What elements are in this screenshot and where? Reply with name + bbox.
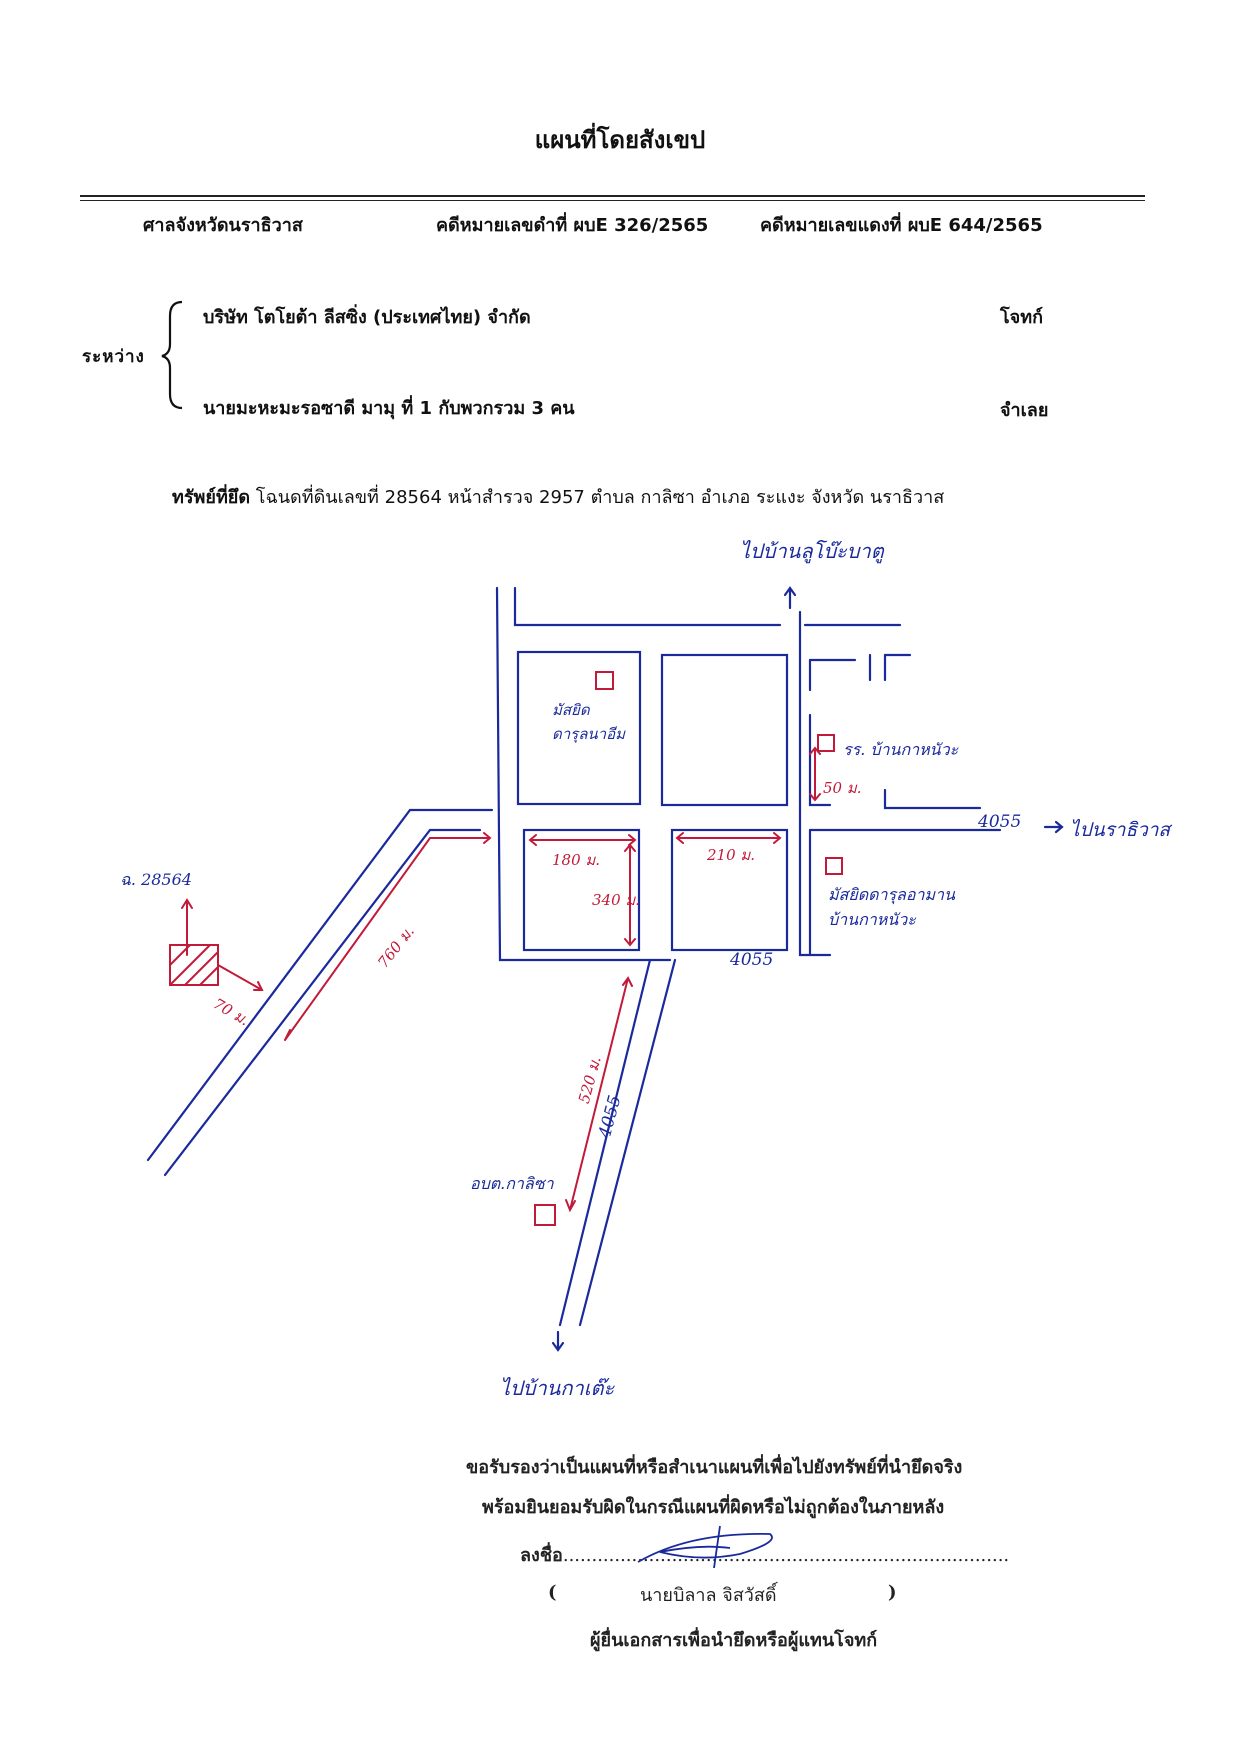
- road-line: [883, 788, 982, 810]
- label-tao: อบต.กาลิซา: [470, 1174, 554, 1193]
- road-line: [513, 586, 782, 627]
- between-label: ระหว่าง: [82, 347, 145, 367]
- road-line: [146, 808, 494, 1162]
- plaintiff-name: บริษัท โตโยต้า ลีสซิ่ง (ประเทศไทย) จำกัด: [203, 307, 531, 328]
- road-line: [558, 958, 652, 1327]
- south-arrow: [551, 1330, 565, 1352]
- handwritten-signature: [637, 1525, 773, 1569]
- paren-open: (: [548, 1582, 557, 1603]
- defendant-role: จำเลย: [1000, 400, 1049, 421]
- road-line: [163, 828, 482, 1177]
- paren-close: ): [888, 1582, 897, 1603]
- black-case-number: คดีหมายเลขดำที่ ผบE 326/2565: [436, 215, 709, 236]
- label-mosque-1-line2: ดารุลนาอีม: [552, 725, 625, 743]
- label-dist-50: 50 ม.: [823, 779, 862, 797]
- label-mosque-1-line1: มัสยิด: [552, 701, 590, 719]
- label-to-north: ไปบ้านลูโบ๊ะบาตู: [740, 539, 884, 563]
- block: [660, 653, 789, 807]
- road-line: [798, 610, 832, 957]
- seized-property-text: โฉนดที่ดินเลขที่ 28564 หน้าสำรวจ 2957 ตำ…: [255, 487, 945, 508]
- label-to-south: ไปบ้านกาเต๊ะ: [500, 1376, 615, 1400]
- block: [670, 828, 789, 952]
- block: [522, 828, 641, 952]
- signature-label: ลงชื่อ: [520, 1545, 563, 1566]
- parcel-hatching: [169, 944, 219, 986]
- header-rule: [80, 195, 1145, 197]
- school-marker: [817, 734, 835, 752]
- north-arrow: [783, 586, 797, 610]
- road-line: [495, 586, 672, 962]
- label-school: รร. บ้านกาหนัวะ: [843, 740, 959, 759]
- seized-property-label: ทรัพย์ที่ยึด: [172, 487, 251, 508]
- east-arrow: [1043, 820, 1064, 834]
- red-case-number: คดีหมายเลขแดงที่ ผบE 644/2565: [760, 215, 1043, 236]
- defendant-name: นายมะหะมะรอซาดี มามุ ที่ 1 กับพวกรวม 3 ค…: [203, 398, 575, 419]
- signer-role: ผู้ยื่นเอกสารเพื่อนำยึดหรือผู้แทนโจทก์: [590, 1630, 878, 1651]
- distance-70-line: [217, 964, 264, 991]
- distance-210-line: [675, 832, 782, 844]
- distance-340-line: [624, 843, 636, 947]
- label-dist-340: 340 ม.: [592, 891, 641, 909]
- distance-760-line: [284, 832, 492, 1041]
- brace-icon: [161, 300, 183, 410]
- label-road-4055-center: 4055: [730, 950, 774, 970]
- distance-180-line: [528, 834, 637, 846]
- seized-property: ทรัพย์ที่ยึด โฉนดที่ดินเลขที่ 28564 หน้า…: [172, 482, 944, 511]
- label-road-4055-east: 4055: [978, 812, 1022, 832]
- distance-520-line: [565, 976, 633, 1213]
- block: [516, 650, 642, 806]
- label-dist-180: 180 ม.: [552, 851, 601, 869]
- court-name: ศาลจังหวัดนราธิวาส: [143, 215, 303, 236]
- label-mosque-2-line2: บ้านกาหนัวะ: [828, 910, 916, 929]
- label-parcel: ฉ. 28564: [120, 870, 192, 889]
- distance-50-line: [809, 746, 821, 802]
- road-line: [578, 958, 677, 1327]
- sketch-map: [146, 586, 1064, 1352]
- signer-name: นายบิลาล จิสวัสดิ์: [640, 1585, 777, 1606]
- header-rule-thin: [80, 200, 1145, 201]
- road-line: [808, 713, 832, 807]
- tao-marker: [534, 1204, 556, 1226]
- mosque-2-marker: [825, 857, 843, 875]
- page-title: แผนที่โดยสังเขป: [534, 126, 706, 154]
- certification-line-1: ขอรับรองว่าเป็นแผนที่หรือสำเนาแผนที่เพื่…: [466, 1457, 963, 1478]
- mosque-1-marker: [595, 671, 614, 690]
- label-mosque-2-line1: มัสยิดดารุลอามาน: [828, 885, 955, 904]
- label-dist-210: 210 ม.: [707, 846, 756, 864]
- label-to-east: ไปนราธิวาส: [1070, 819, 1171, 841]
- plaintiff-role: โจทก์: [1000, 307, 1043, 328]
- certification-line-2: พร้อมยินยอมรับผิดในกรณีแผนที่ผิดหรือไม่ถ…: [482, 1497, 945, 1518]
